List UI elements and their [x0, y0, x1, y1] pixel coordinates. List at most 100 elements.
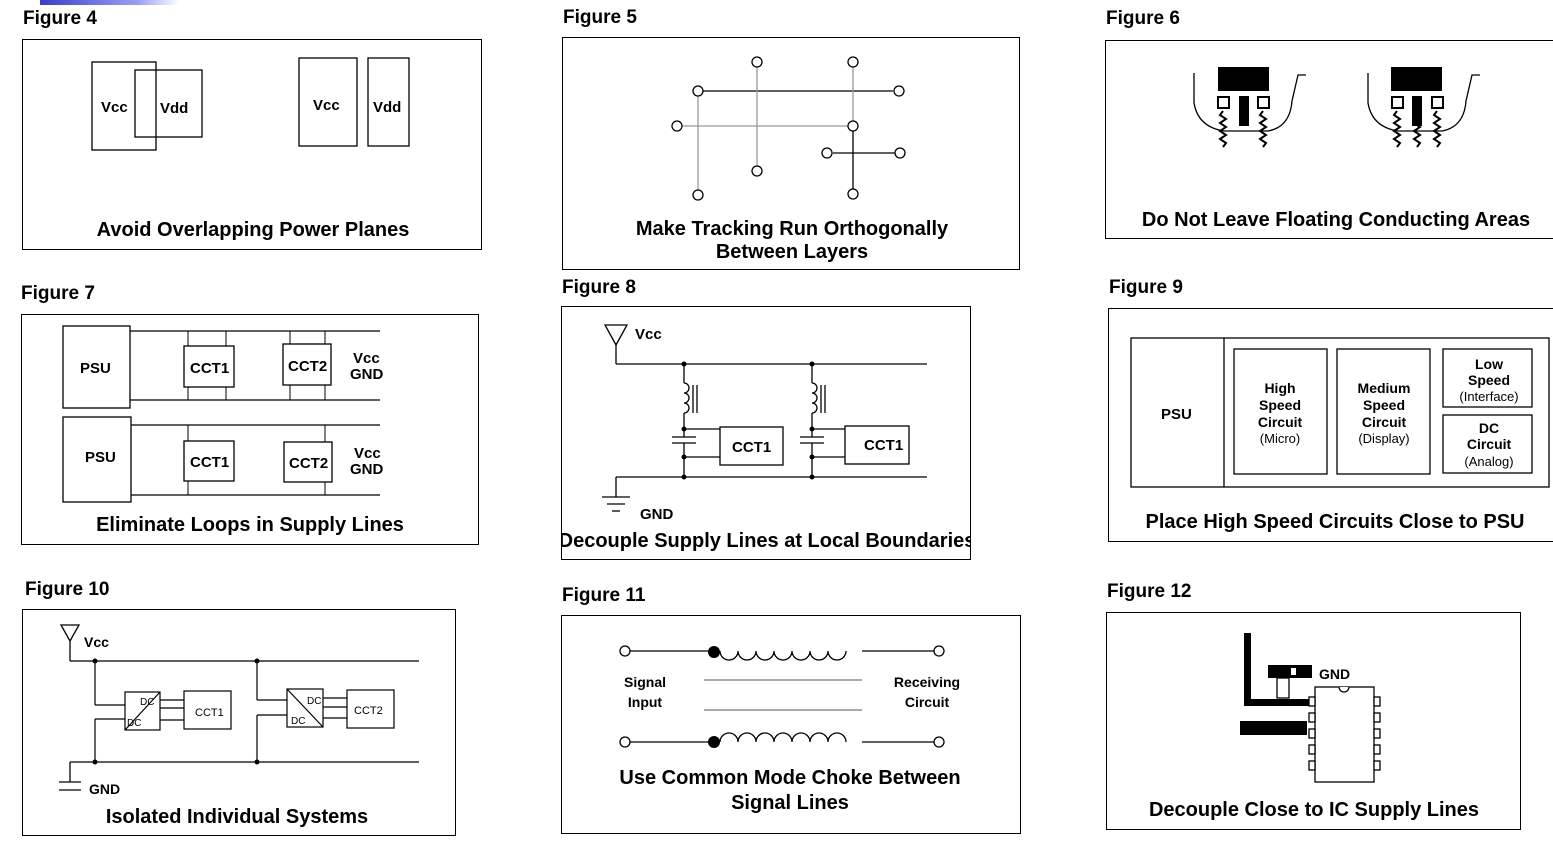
psu-label-top: PSU [80, 360, 111, 377]
low-speed-line2: Speed [1468, 372, 1510, 388]
psu-box-top [62, 325, 131, 409]
cct1-box-top [183, 345, 235, 388]
figure-11-caption-line2: Signal Lines [731, 792, 849, 814]
medium-speed-line4: (Display) [1358, 431, 1409, 446]
decoupling-stage-2 [800, 364, 910, 477]
decoupling-stage-1 [672, 364, 784, 477]
figure-7-label: Figure 7 [21, 283, 95, 304]
gnd-label-top: GND [350, 366, 384, 383]
figure-8-diagram: Vcc GND CCT1 [562, 324, 971, 552]
figure-8-label: Figure 8 [562, 277, 636, 298]
polarity-dot-bottom [708, 736, 720, 748]
psu-label: PSU [1161, 406, 1192, 423]
high-speed-circuit-box [1233, 348, 1328, 475]
medium-speed-circuit-box [1336, 348, 1431, 475]
figure-4-caption: Avoid Overlapping Power Planes [97, 219, 410, 241]
component-with-floating-area [1193, 67, 1306, 148]
cct1-box-bottom [183, 440, 235, 482]
figure-12-panel: GND Decouple Close to IC Supply Lines [1106, 612, 1521, 830]
signal-input-line1: Signal [624, 674, 666, 690]
dc-circuit-line1: DC [1479, 420, 1499, 436]
figure-11-label: Figure 11 [562, 585, 646, 606]
figure-10-panel: Vcc GND DC DC CCT1 [22, 609, 456, 836]
isolated-system-1 [94, 661, 232, 762]
figure-9-diagram: PSU High Speed Circuit (Micro) Medium Sp… [1130, 337, 1550, 533]
polarity-dot-top [708, 646, 720, 658]
gnd-symbol [59, 781, 81, 791]
cct2-label-top: CCT2 [288, 358, 327, 375]
receiving-circuit-line1: Receiving [894, 674, 960, 690]
figure-9-label: Figure 9 [1109, 277, 1183, 298]
receiving-circuit-line2: Circuit [905, 694, 950, 710]
vcc-label-bottom: Vcc [354, 445, 381, 462]
figure-8-panel: Vcc GND CCT1 [561, 306, 971, 560]
vcc-label-separate: Vcc [313, 97, 340, 114]
cct1-label-stage1: CCT1 [732, 439, 771, 456]
psu-box-bottom [62, 416, 132, 503]
gnd-label-bottom: GND [350, 461, 384, 478]
medium-speed-line2: Speed [1363, 397, 1405, 413]
vcc-label-top: Vcc [353, 350, 380, 367]
track-vias [671, 56, 906, 201]
figure-8-caption: Decouple Supply Lines at Local Boundarie… [562, 530, 971, 552]
psu-label-bottom: PSU [85, 449, 116, 466]
vdd-label-overlap: Vdd [160, 100, 188, 117]
figure-6-diagram: Do Not Leave Floating Conducting Areas [1142, 67, 1530, 231]
figure-4-label: Figure 4 [23, 8, 97, 29]
figure-5-diagram: Make Tracking Run Orthogonally Between L… [636, 56, 949, 263]
vcc-label: Vcc [635, 326, 662, 343]
figure-4-panel: Vcc Vdd Vcc Vdd Avoid Overlapping Power … [22, 39, 482, 250]
figure-11-panel: Signal Input Receiving Circuit Use Commo… [561, 615, 1021, 834]
vcc-symbol [59, 624, 81, 643]
figure-4-diagram: Vcc Vdd Vcc Vdd Avoid Overlapping Power … [91, 57, 410, 241]
high-speed-line4: (Micro) [1260, 431, 1300, 446]
header-accent-bar [40, 0, 180, 5]
figure-10-caption: Isolated Individual Systems [106, 806, 368, 828]
cct1-label: CCT1 [195, 707, 224, 719]
figure-11-diagram: Signal Input Receiving Circuit Use Commo… [619, 645, 961, 814]
signal-input-line2: Input [628, 694, 663, 710]
gnd-symbol [602, 496, 630, 512]
figure-7-caption: Eliminate Loops in Supply Lines [96, 514, 404, 536]
high-speed-line2: Speed [1259, 397, 1301, 413]
figure-7-diagram: PSU CCT1 CCT2 Vcc GND PSU CCT1 CCT2 Vcc … [62, 325, 404, 536]
figure-5-caption-line1: Make Tracking Run Orthogonally [636, 218, 949, 240]
dc-circuit-box [1442, 414, 1533, 474]
board-outline [1130, 337, 1550, 488]
figure-7-panel: PSU CCT1 CCT2 Vcc GND PSU CCT1 CCT2 Vcc … [21, 314, 479, 545]
cct2-label-bottom: CCT2 [289, 455, 328, 472]
gnd-label: GND [1319, 666, 1350, 682]
isolated-system-2 [256, 661, 395, 762]
low-speed-circuit-box [1442, 348, 1533, 408]
cct1-label-stage2: CCT1 [864, 437, 903, 454]
figure-12-label: Figure 12 [1107, 581, 1192, 602]
medium-speed-line3: Circuit [1362, 414, 1407, 430]
vcc-label: Vcc [84, 634, 109, 650]
vcc-plane-overlap [91, 61, 157, 151]
decoupling-capacitor [1268, 665, 1312, 678]
vdd-label-separate: Vdd [373, 99, 401, 116]
dc-circuit-line3: (Analog) [1464, 454, 1513, 469]
vcc-plane-separate [298, 57, 358, 147]
cct1-label-top: CCT1 [190, 360, 229, 377]
gnd-label: GND [640, 506, 674, 523]
dc-label-1a: DC [140, 697, 154, 708]
choke-bottom-line [619, 732, 945, 748]
cct2-label: CCT2 [354, 705, 383, 717]
vdd-plane-separate [367, 57, 410, 147]
figure-6-label: Figure 6 [1106, 8, 1180, 29]
dc-label-2b: DC [291, 716, 305, 727]
low-speed-line1: Low [1475, 356, 1503, 372]
vcc-label-overlap: Vcc [101, 99, 128, 116]
dc-label-1b: DC [127, 718, 141, 729]
ic-package [1308, 686, 1381, 783]
dc-label-2a: DC [307, 696, 321, 707]
top-layer-tracks [698, 90, 895, 194]
figure-5-label: Figure 5 [563, 7, 637, 28]
figure-6-panel: Do Not Leave Floating Conducting Areas [1105, 40, 1553, 239]
supply-traces [1240, 633, 1324, 735]
vdd-plane-overlap [134, 69, 203, 138]
figure-9-caption: Place High Speed Circuits Close to PSU [1146, 511, 1525, 533]
bottom-layer-tracks [683, 67, 854, 190]
figure-11-caption-line1: Use Common Mode Choke Between [619, 767, 960, 789]
